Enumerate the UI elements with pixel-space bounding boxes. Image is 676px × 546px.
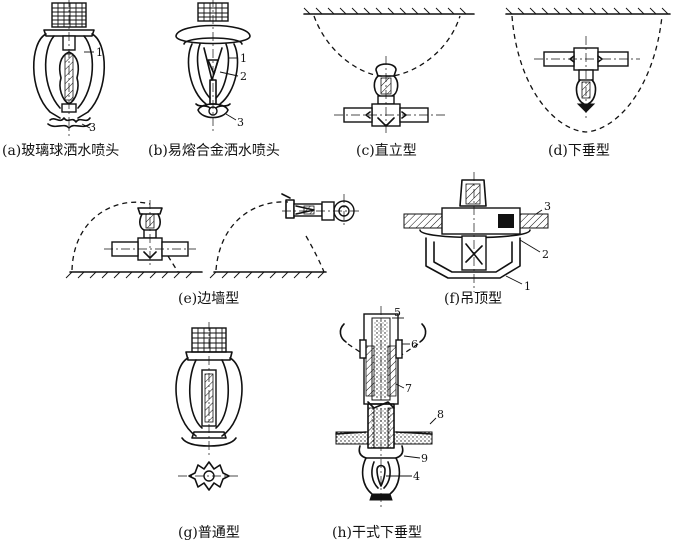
sprinkler-e-sidewall (65, 193, 362, 279)
sprinkler-f-ceiling: 3 2 1 (403, 172, 551, 293)
label-b2: 2 (240, 70, 247, 83)
label-h8: 8 (437, 408, 444, 421)
label-h4: 4 (413, 470, 420, 483)
sprinkler-g-conventional (175, 322, 243, 491)
sprinkler-a-glass-bulb: 1 3 (32, 0, 106, 136)
label-a1: 1 (96, 46, 103, 59)
label-h6: 6 (411, 338, 418, 351)
label-h9: 9 (421, 452, 428, 465)
label-a3: 3 (89, 121, 96, 134)
caption-b: (b)易熔合金洒水喷头 (148, 143, 280, 159)
caption-g: (g)普通型 (178, 525, 240, 541)
label-f3: 3 (544, 200, 551, 213)
caption-h: (h)干式下垂型 (332, 525, 422, 541)
label-b3: 3 (237, 116, 244, 129)
label-h5: 5 (394, 306, 401, 319)
sprinkler-b-fusible-alloy: 1 2 3 (175, 0, 251, 132)
label-h7: 7 (405, 382, 412, 395)
sprinkler-h-dry-pendent: 5 6 7 8 9 4 (335, 306, 444, 508)
label-f1: 1 (524, 280, 531, 293)
caption-e: (e)边墙型 (178, 291, 240, 307)
sprinkler-c-upright (303, 7, 475, 136)
label-b1: 1 (240, 52, 247, 65)
caption-d: (d)下垂型 (548, 143, 610, 159)
caption-f: (f)吊顶型 (444, 291, 503, 307)
caption-a: (a)玻璃球洒水喷头 (2, 143, 120, 159)
label-f2: 2 (542, 248, 549, 261)
caption-c: (c)直立型 (356, 143, 417, 159)
sprinkler-d-pendent (505, 7, 671, 133)
